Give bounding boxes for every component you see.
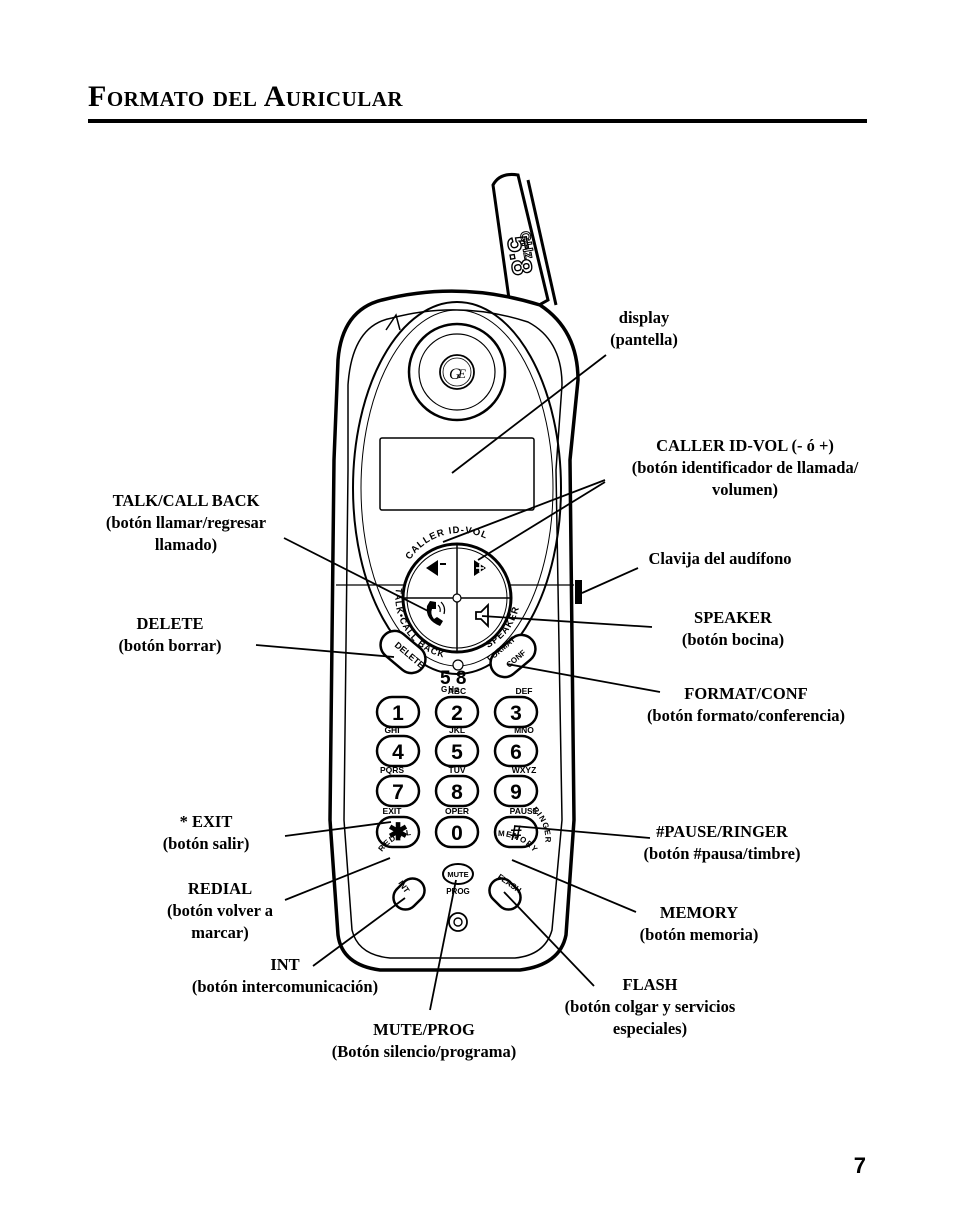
leader-caller-id-1 [442, 479, 606, 543]
key-letters: JKL [449, 725, 465, 735]
key-letters: EXIT [383, 806, 403, 816]
leader-talk [283, 537, 431, 613]
key-9[interactable]: 9 WXYZ [493, 765, 539, 808]
leader-flash [503, 891, 595, 987]
key-digit: 4 [392, 741, 404, 764]
callout-speaker: SPEAKER (botón bocina) [681, 608, 785, 649]
svg-text:GHz: GHz [441, 685, 460, 694]
key-letters: TUV [449, 765, 466, 775]
ghz-badge: 5 8 GHz [440, 659, 466, 694]
key-letters: OPER [445, 806, 469, 816]
key-6[interactable]: 6 MNO [493, 725, 539, 768]
antenna: 5.8 GHz [491, 173, 558, 323]
callout-memory: MEMORY (botón memoria) [639, 903, 759, 944]
leader-pause [513, 825, 651, 839]
key-digit: 6 [510, 741, 522, 764]
callout-flash: FLASH (botón colgar y servicios especial… [564, 975, 736, 1038]
key-letters: PAUSE [510, 806, 539, 816]
prog-label: PROG [446, 887, 470, 896]
leader-exit [284, 821, 392, 837]
callout-int: INT (botón intercomunicación) [191, 955, 379, 996]
callout-delete: DELETE (botón borrar) [118, 614, 222, 655]
leader-int [312, 897, 406, 967]
key-letters: DEF [516, 686, 533, 696]
leader-caller-id-2 [477, 481, 606, 561]
key-7[interactable]: 7 PQRS [375, 765, 421, 808]
key-digit: 5 [451, 741, 463, 764]
callout-format: FORMAT/CONF (botón formato/conferencia) [646, 684, 846, 725]
leader-mute [429, 879, 457, 1011]
page-number: 7 [853, 1153, 866, 1178]
key-1[interactable]: 1 [375, 695, 421, 729]
key-digit: 9 [510, 781, 522, 804]
key-3[interactable]: 3 DEF [493, 686, 539, 729]
key-digit: ✱ [388, 819, 408, 846]
callout-redial: REDIAL (botón volver a marcar) [166, 879, 274, 942]
leader-speaker [481, 615, 653, 628]
leader-memory [511, 859, 637, 913]
key-5[interactable]: 5 JKL [434, 725, 480, 768]
nav-pad[interactable] [401, 542, 513, 654]
title-rule [88, 119, 867, 123]
mute-prog-button[interactable]: MUTE PROG [442, 863, 474, 896]
key-letters: PQRS [380, 765, 404, 775]
svg-text:E: E [457, 366, 466, 381]
key-digit: 1 [392, 702, 404, 725]
callout-leaders [255, 354, 661, 1011]
leader-redial [284, 857, 391, 901]
callout-talk: TALK/CALL BACK (botón llamar/regresar ll… [105, 491, 267, 554]
leader-display [451, 354, 607, 474]
key-digit: 0 [451, 822, 463, 845]
key-0[interactable]: 0 OPER [434, 806, 480, 849]
key-letters: GHI [384, 725, 399, 735]
callout-display: display (pantella) [610, 308, 678, 349]
callout-exit: * EXIT (botón salir) [162, 812, 250, 853]
svg-text:5 8: 5 8 [440, 668, 466, 689]
callout-pause: #PAUSE/RINGER (botón #pausa/timbre) [643, 822, 801, 863]
speaker-icon [475, 602, 489, 629]
key-digit: 8 [451, 781, 463, 804]
callout-jack: Clavija del audífono [648, 549, 792, 568]
key-digit: 3 [510, 702, 522, 725]
microphone-icon [448, 912, 468, 932]
leader-format [506, 663, 661, 693]
key-digit: # [510, 822, 522, 845]
vol-down-icon [426, 560, 438, 576]
antenna-label: 5.8 [501, 234, 538, 278]
svg-text:G: G [449, 366, 461, 383]
key-pound[interactable]: # PAUSE [493, 806, 539, 849]
leader-jack [581, 567, 639, 594]
antenna-ghz-label: GHz [517, 230, 538, 260]
earpiece: G E [407, 322, 507, 422]
key-4[interactable]: 4 GHI [375, 725, 421, 768]
callout-mute: MUTE/PROG (Botón silencio/programa) [331, 1020, 517, 1061]
key-digit: 7 [392, 781, 404, 804]
key-2[interactable]: 2 ABC [434, 686, 480, 729]
talk-phone-icon [426, 601, 443, 626]
keypad: 1 2 ABC 3 DEF 4 GHI 5 JKL 6 MNO 7 PQRS 8 TUV 9 WXYZ ✱ EXIT… [375, 686, 539, 849]
ge-logo-icon [439, 354, 475, 390]
key-letters: MNO [514, 725, 534, 735]
page-title: Formato del Auricular [88, 80, 404, 113]
key-letters: WXYZ [512, 765, 537, 775]
key-digit: 2 [451, 702, 463, 725]
leader-delete [255, 644, 395, 658]
headset-jack[interactable] [575, 580, 582, 604]
display-screen [379, 437, 535, 511]
key-star[interactable]: ✱ EXIT [375, 806, 421, 849]
key-8[interactable]: 8 TUV [434, 765, 480, 808]
callout-caller-id: CALLER ID-VOL (- ó +) (botón identificad… [631, 436, 859, 499]
format-conf-button[interactable]: FORMAT CONF [485, 629, 541, 683]
key-letters: ABC [448, 686, 466, 696]
mute-label: MUTE [447, 870, 468, 879]
